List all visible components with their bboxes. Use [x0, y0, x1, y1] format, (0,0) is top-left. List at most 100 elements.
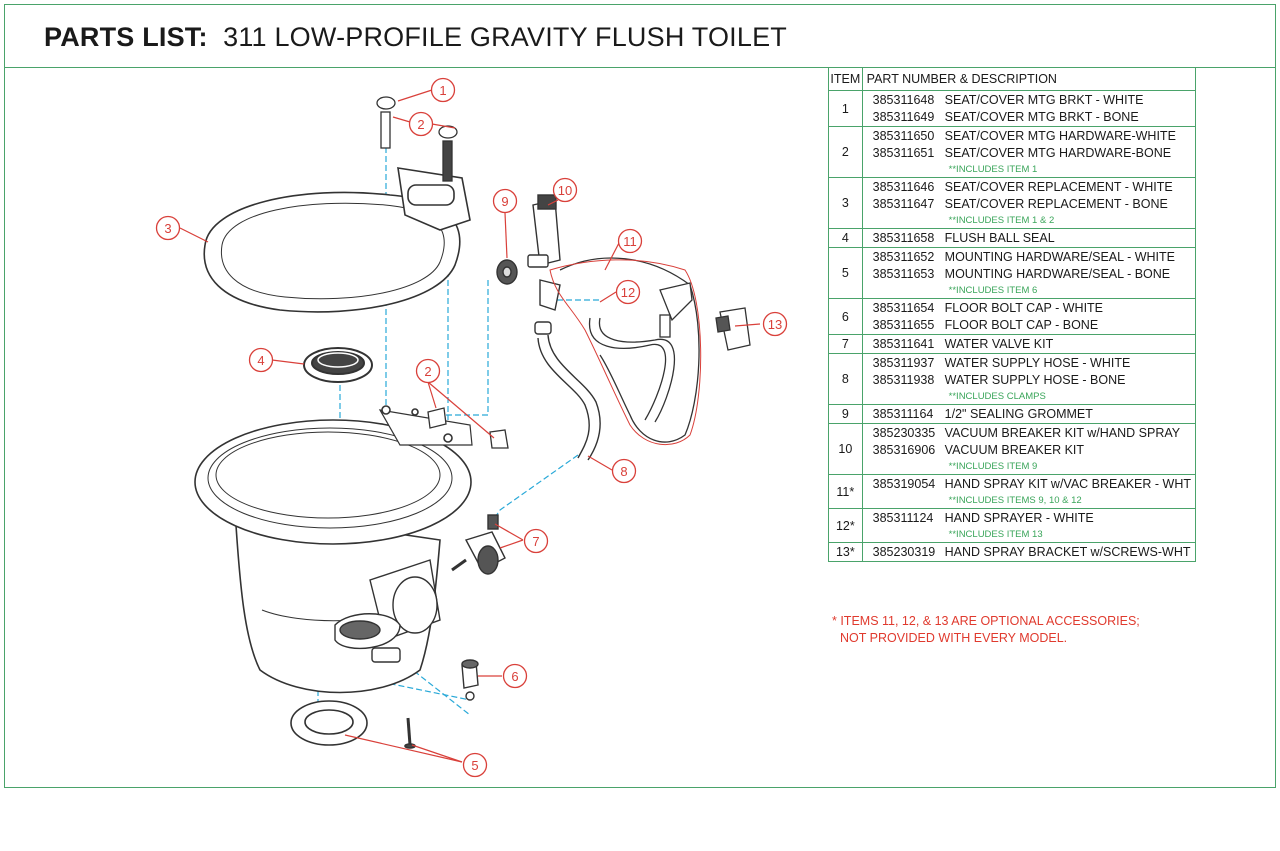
includes-note: **INCLUDES ITEM 1 & 2 — [948, 214, 1055, 226]
part-name: SEAT/COVER MTG HARDWARE-BONE — [944, 145, 1172, 160]
callout-2-lower[interactable]: 2 — [415, 358, 441, 384]
part-line: 385311641 WATER VALVE KIT — [867, 336, 1191, 353]
callout-3[interactable]: 3 — [155, 215, 181, 241]
header-description: PART NUMBER & DESCRIPTION — [861, 67, 1197, 91]
callout-label: 3 — [164, 221, 171, 236]
callout-10[interactable]: 10 — [552, 177, 578, 203]
part-number: 385311646 — [872, 179, 935, 194]
part-name: WATER VALVE KIT — [944, 336, 1054, 351]
callout-label: 8 — [620, 464, 627, 479]
part-number: 385311647 — [872, 196, 935, 211]
hand-spray-outline — [549, 259, 702, 446]
part-line: 385230319 HAND SPRAY BRACKET w/SCREWS-WHT — [867, 544, 1191, 561]
callout-label: 7 — [532, 534, 539, 549]
item-number: 11* — [828, 474, 863, 509]
callout-12[interactable]: 12 — [615, 279, 641, 305]
includes-note: **INCLUDES ITEM 1 — [948, 163, 1038, 175]
includes-note: **INCLUDES ITEMS 9, 10 & 12 — [948, 494, 1082, 506]
item-number: 13* — [828, 542, 863, 562]
callout-4[interactable]: 4 — [248, 347, 274, 373]
part-number: 385311938 — [872, 372, 935, 387]
part-line: 385311651 SEAT/COVER MTG HARDWARE-BONE — [867, 145, 1191, 162]
part-name: FLOOR BOLT CAP - WHITE — [944, 300, 1104, 315]
floor-bolt-cap — [461, 659, 479, 701]
water-valve — [451, 514, 506, 575]
note-line: * ITEMS 11, 12, & 13 ARE OPTIONAL ACCESS… — [832, 614, 1140, 628]
part-name: 1/2" SEALING GROMMET — [944, 406, 1093, 421]
floor-seal — [290, 700, 416, 749]
part-number: 385311651 — [872, 145, 935, 160]
callout-label: 5 — [471, 758, 478, 773]
callout-5[interactable]: 5 — [462, 752, 488, 778]
part-name: SEAT/COVER MTG BRKT - BONE — [944, 109, 1139, 124]
part-number: 385311648 — [872, 92, 935, 107]
item-number: 8 — [828, 353, 863, 405]
part-line: 385311653 MOUNTING HARDWARE/SEAL - BONE — [867, 266, 1191, 283]
callout-label: 1 — [439, 83, 446, 98]
callout-label: 10 — [558, 183, 572, 198]
part-number: 385311641 — [872, 336, 935, 351]
callout-13[interactable]: 13 — [762, 311, 788, 337]
item-number: 6 — [828, 298, 863, 335]
part-number: 385311649 — [872, 109, 935, 124]
callout-8[interactable]: 8 — [611, 458, 637, 484]
callout-6[interactable]: 6 — [502, 663, 528, 689]
callout-11[interactable]: 11 — [617, 228, 643, 254]
callout-7[interactable]: 7 — [523, 528, 549, 554]
part-number: 385311654 — [872, 300, 935, 315]
callout-label: 2 — [417, 117, 424, 132]
part-name: SEAT/COVER REPLACEMENT - WHITE — [944, 179, 1173, 194]
callout-label: 2 — [424, 364, 431, 379]
leader-line — [445, 280, 489, 416]
part-description-cell: 385311654 FLOOR BOLT CAP - WHITE 385311655… — [861, 298, 1197, 335]
part-name: MOUNTING HARDWARE/SEAL - BONE — [944, 266, 1171, 281]
leader-line — [371, 679, 471, 701]
part-name: HAND SPRAY BRACKET w/SCREWS-WHT — [944, 544, 1191, 559]
item-number: 2 — [828, 126, 863, 178]
part-name: SEAT/COVER REPLACEMENT - BONE — [944, 196, 1168, 211]
callouts: 1 2 2 3 4 5 6 7 8 9 10 11 12 13 — [155, 77, 788, 778]
callout-label: 6 — [511, 669, 518, 684]
callout-1[interactable]: 1 — [430, 77, 456, 103]
callout-label: 4 — [257, 353, 264, 368]
callout-2-top[interactable]: 2 — [408, 111, 434, 137]
exploded-diagram: 1 2 2 3 4 5 6 7 8 9 10 11 12 13 — [155, 77, 788, 778]
part-number: 385230319 — [872, 544, 936, 559]
part-description-cell: 385230319 HAND SPRAY BRACKET w/SCREWS-WHT — [861, 542, 1197, 562]
part-number: 385311655 — [872, 317, 935, 332]
part-number: 385311124 — [872, 510, 934, 525]
callout-9[interactable]: 9 — [492, 188, 518, 214]
callout-label: 13 — [768, 317, 782, 332]
part-name: VACUUM BREAKER KIT — [944, 442, 1085, 457]
table-header-row: ITEM PART NUMBER & DESCRIPTION — [828, 67, 1197, 91]
bolts-and-brackets — [376, 96, 509, 449]
item-number: 4 — [828, 228, 863, 248]
part-name: HAND SPRAY KIT w/VAC BREAKER - WHT — [944, 476, 1191, 491]
part-number: 385311653 — [872, 266, 935, 281]
drawing-frame — [4, 4, 1276, 788]
part-number: 385311652 — [872, 249, 935, 264]
item-number: 9 — [828, 404, 863, 424]
part-line: 385311649 SEAT/COVER MTG BRKT - BONE — [867, 109, 1191, 126]
part-name: VACUUM BREAKER KIT w/HAND SPRAY — [944, 425, 1181, 440]
